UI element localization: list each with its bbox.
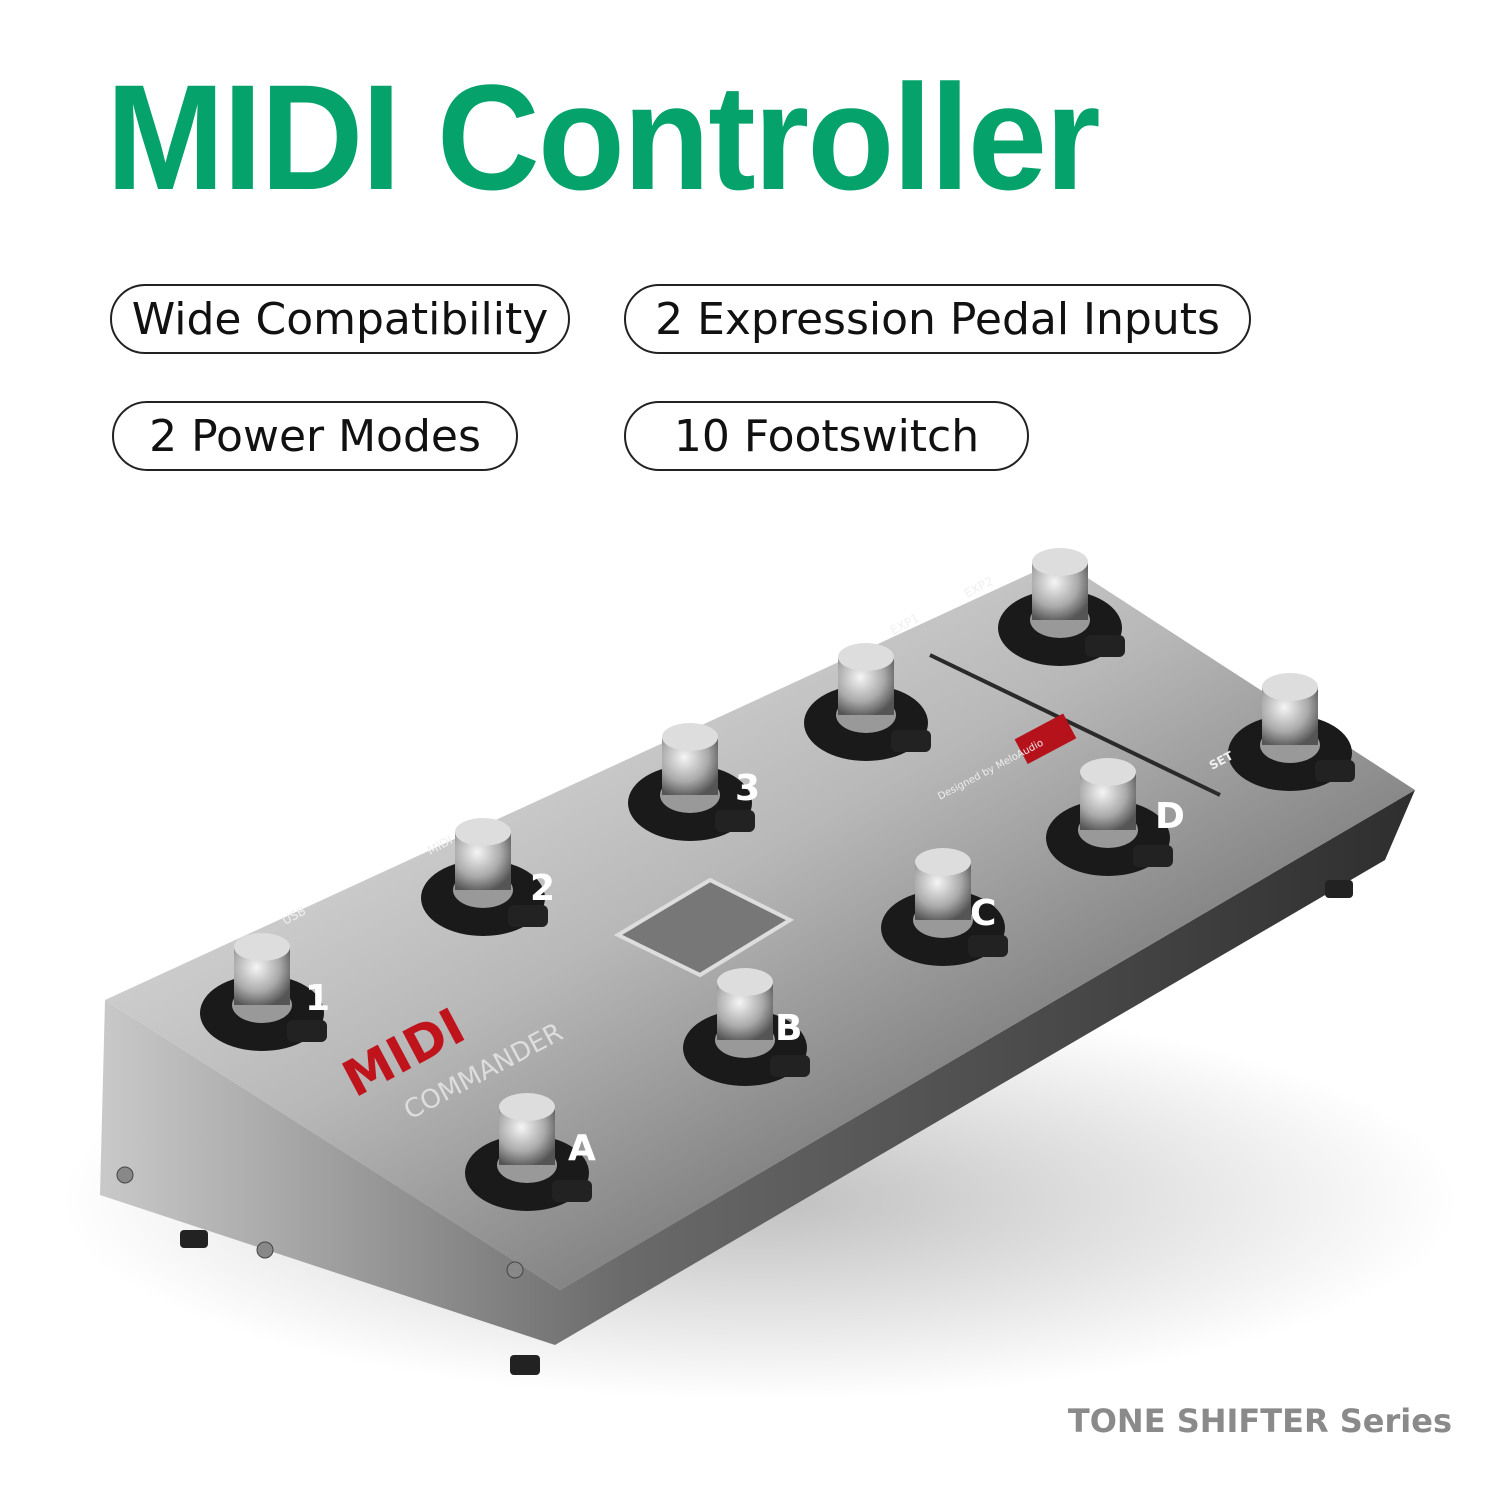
switch-cap-top [499,1093,555,1121]
switch-tab [1133,845,1173,867]
switch-cap-top [1080,758,1136,786]
footswitch[interactable] [465,1093,592,1211]
switch-tab [891,730,931,752]
series-label: TONE SHIFTER Series [1067,1402,1452,1440]
footswitch[interactable] [1046,758,1173,876]
switch-label-b: B [775,1008,802,1049]
switch-cap-top [1262,673,1318,701]
screws [116,1166,524,1279]
lcd-screen [613,877,795,978]
panel-divider [929,653,1221,797]
switch-label-1: 1 [305,978,330,1019]
switch-label-a: A [568,1128,596,1169]
page-title: MIDI Controller [106,53,1101,221]
footswitch[interactable] [881,848,1008,966]
switch-cap-top [838,643,894,671]
switch-tab [287,1020,327,1042]
switch-label-c: C [970,893,996,934]
switch-labels: 1 2 3 A B C D [305,768,1185,1169]
meloaudio-logo [1014,713,1077,765]
feature-badge-power: 2 Power Modes [112,401,518,471]
switch-cap-top [455,818,511,846]
switch-cap-top [717,968,773,996]
switch-label-d: D [1155,796,1185,837]
switch-tab [552,1180,592,1202]
feature-badge-expression: 2 Expression Pedal Inputs [624,284,1251,354]
switch-tab [508,905,548,927]
switch-cap-top [1032,548,1088,576]
feature-badge-footswitch: 10 Footswitch [624,401,1029,471]
switch-tab [1085,635,1125,657]
footswitch[interactable] [1228,673,1355,791]
switch-tab [1315,760,1355,782]
footswitch[interactable] [804,643,931,761]
footswitch[interactable] [998,548,1125,666]
switch-tab [968,935,1008,957]
switch-cap-top [915,848,971,876]
footswitch[interactable] [628,723,755,841]
footswitch[interactable] [200,933,327,1051]
feature-badge-compatibility: Wide Compatibility [110,284,570,354]
switch-cap-top [234,933,290,961]
switch-cap-top [662,723,718,751]
switch-tab [715,810,755,832]
rubber-feet [180,880,1353,1375]
footswitch[interactable] [683,968,810,1086]
switch-label-2: 2 [530,868,555,909]
switch-tab [770,1055,810,1077]
footswitch[interactable] [421,818,548,936]
switch-label-3: 3 [735,768,760,809]
